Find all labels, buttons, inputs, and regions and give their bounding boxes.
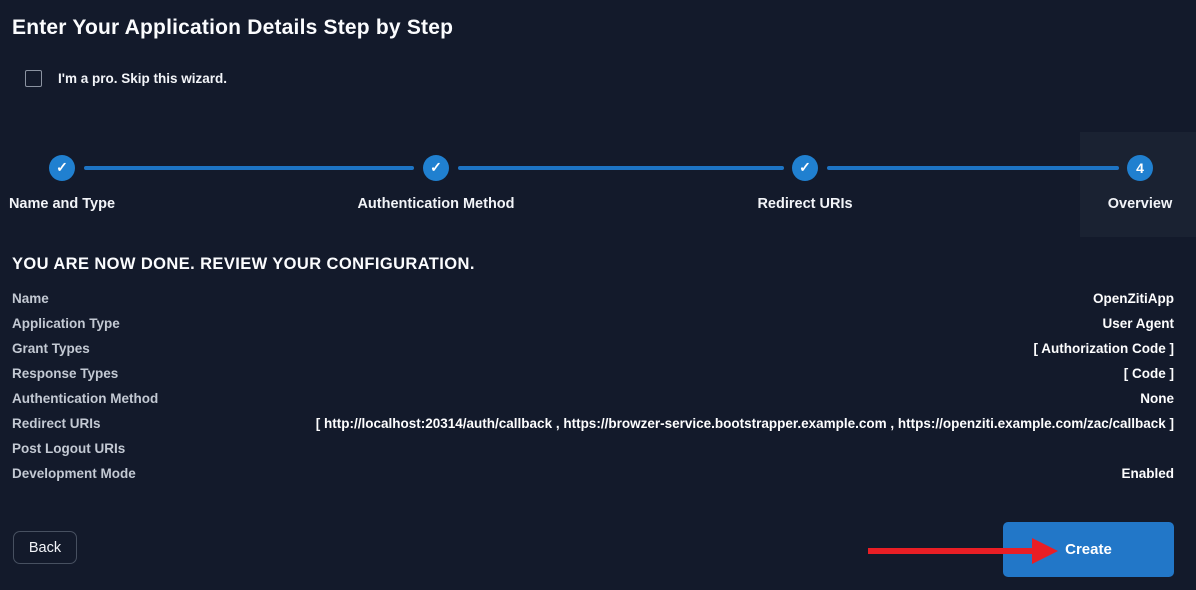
step-label-name-and-type: Name and Type xyxy=(8,196,116,212)
row-label: Post Logout URIs xyxy=(12,441,126,456)
review-row-authentication-method: Authentication Method None xyxy=(0,386,1196,411)
row-value: OpenZitiApp xyxy=(1093,291,1174,306)
check-icon: ✓ xyxy=(56,159,68,175)
create-button[interactable]: Create xyxy=(1003,522,1174,577)
review-row-response-types: Response Types [ Code ] xyxy=(0,361,1196,386)
stepper-connector xyxy=(84,166,414,170)
wizard-stepper: ✓ ✓ ✓ 4 Name and Type Authentication Met… xyxy=(0,130,1196,237)
row-value: [ Authorization Code ] xyxy=(1033,341,1174,356)
step-4-indicator: 4 xyxy=(1127,155,1153,181)
review-rows: Name OpenZitiApp Application Type User A… xyxy=(0,286,1196,486)
row-value: Enabled xyxy=(1121,466,1174,481)
row-label: Response Types xyxy=(12,366,119,381)
check-icon: ✓ xyxy=(430,159,442,175)
step-1-indicator: ✓ xyxy=(49,155,75,181)
row-value: User Agent xyxy=(1102,316,1174,331)
row-value: None xyxy=(1140,391,1174,406)
back-button[interactable]: Back xyxy=(13,531,77,564)
row-label: Name xyxy=(12,291,49,306)
review-heading: YOU ARE NOW DONE. REVIEW YOUR CONFIGURAT… xyxy=(12,255,475,273)
row-label: Development Mode xyxy=(12,466,136,481)
row-label: Redirect URIs xyxy=(12,416,101,431)
review-row-grant-types: Grant Types [ Authorization Code ] xyxy=(0,336,1196,361)
check-icon: ✓ xyxy=(799,159,811,175)
row-label: Application Type xyxy=(12,316,120,331)
step-number: 4 xyxy=(1136,160,1144,176)
row-value: [ http://localhost:20314/auth/callback ,… xyxy=(315,416,1174,431)
row-value: [ Code ] xyxy=(1123,366,1174,381)
review-row-application-type: Application Type User Agent xyxy=(0,311,1196,336)
current-step-highlight xyxy=(1080,132,1196,237)
row-label: Grant Types xyxy=(12,341,90,356)
review-row-name: Name OpenZitiApp xyxy=(0,286,1196,311)
page-title: Enter Your Application Details Step by S… xyxy=(12,16,454,39)
review-row-post-logout-uris: Post Logout URIs xyxy=(0,436,1196,461)
step-label-redirect-uris: Redirect URIs xyxy=(757,196,853,212)
skip-wizard-row: I'm a pro. Skip this wizard. xyxy=(25,70,227,87)
step-3-indicator: ✓ xyxy=(792,155,818,181)
review-row-development-mode: Development Mode Enabled xyxy=(0,461,1196,486)
step-2-indicator: ✓ xyxy=(423,155,449,181)
skip-wizard-checkbox[interactable] xyxy=(25,70,42,87)
stepper-connector xyxy=(827,166,1119,170)
step-label-overview: Overview xyxy=(1107,196,1173,212)
review-row-redirect-uris: Redirect URIs [ http://localhost:20314/a… xyxy=(0,411,1196,436)
step-label-authentication-method: Authentication Method xyxy=(357,196,515,212)
skip-wizard-label: I'm a pro. Skip this wizard. xyxy=(58,71,227,86)
row-label: Authentication Method xyxy=(12,391,159,406)
stepper-connector xyxy=(458,166,784,170)
